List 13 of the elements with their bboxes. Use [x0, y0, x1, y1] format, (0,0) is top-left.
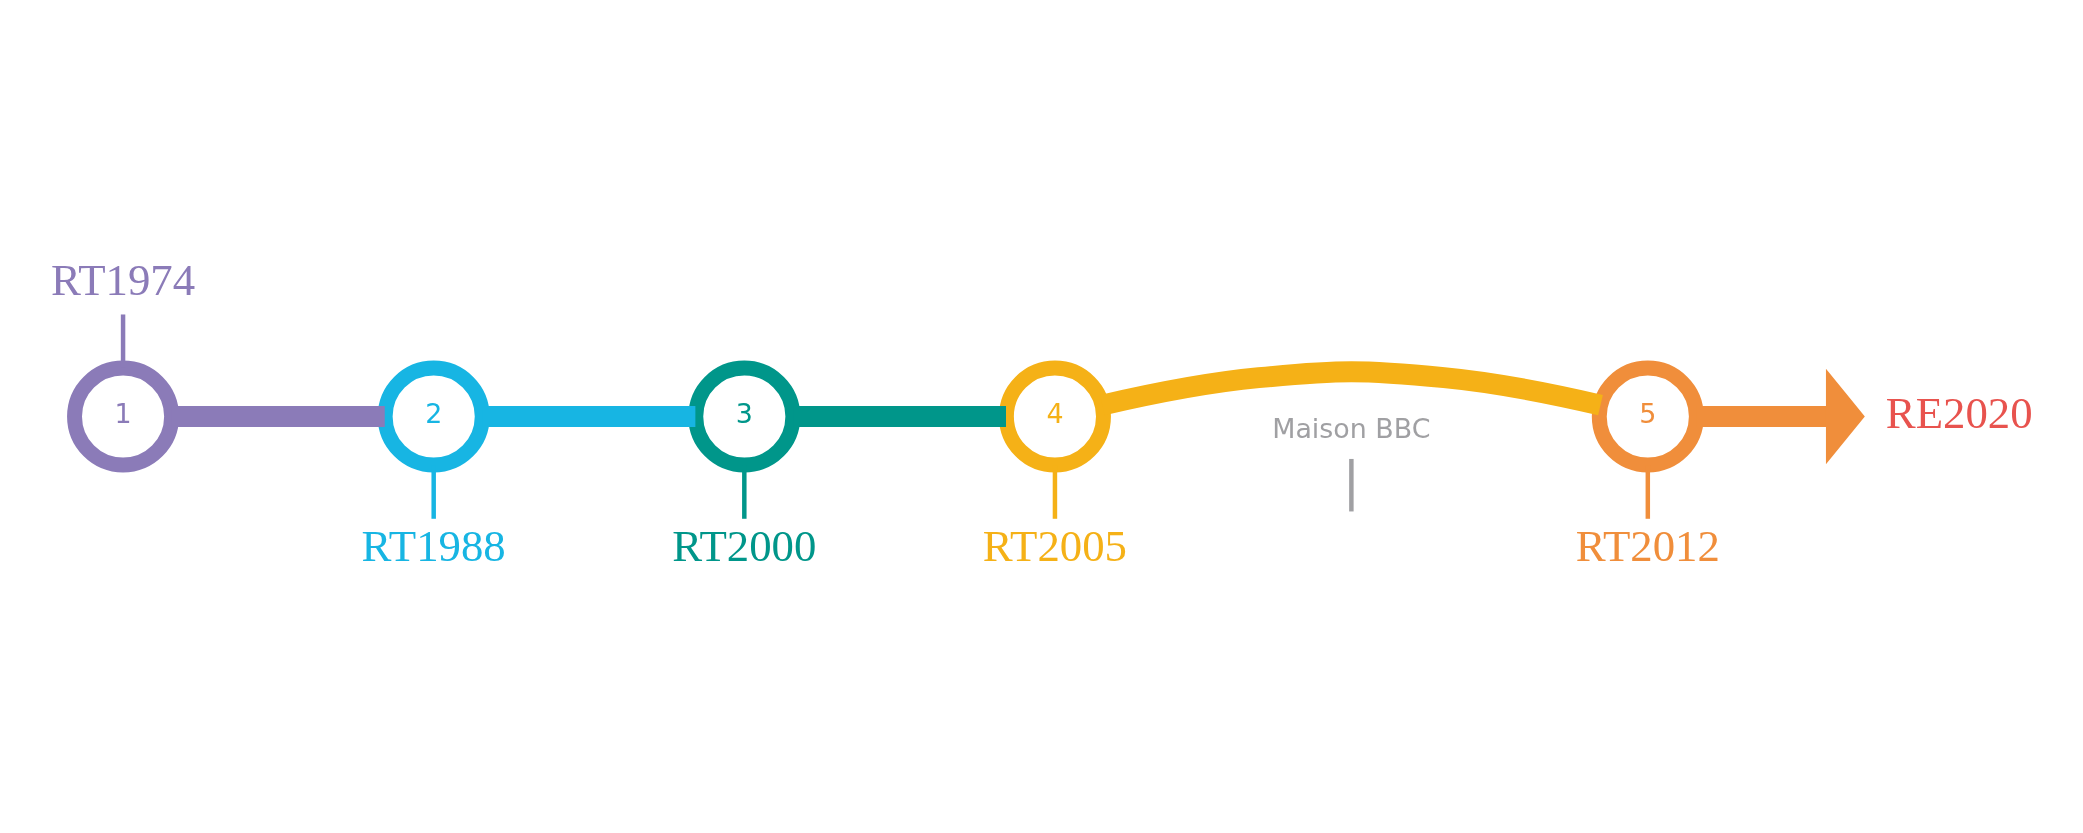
node-text: RT2012	[1575, 520, 1720, 571]
node-circle: 1	[67, 360, 180, 473]
node-circle: 2	[377, 360, 490, 473]
node-text: RE2020	[1885, 387, 2033, 438]
node-circle: 4	[998, 360, 1111, 473]
node-text: RT1974	[50, 254, 196, 305]
node-text: RT2000	[672, 520, 817, 571]
connector	[1349, 458, 1354, 512]
node-text: RT2005	[982, 520, 1128, 571]
node-circle: 3	[688, 360, 801, 473]
node-text: Maison BBC	[1272, 413, 1431, 444]
node-text: RT1988	[361, 520, 506, 571]
node-circle: 5	[1591, 360, 1704, 473]
